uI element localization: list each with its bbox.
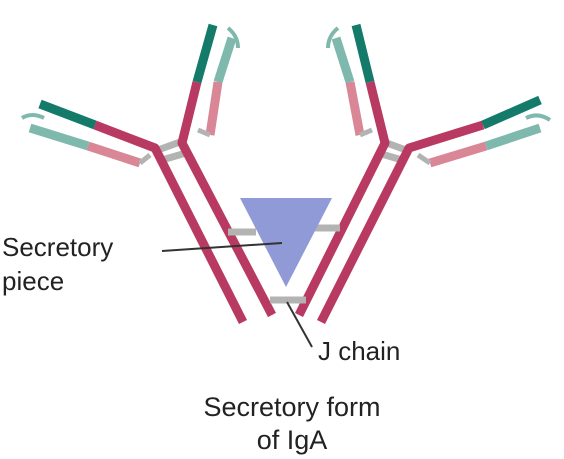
light-chain-variable [28,123,90,151]
antigen-binding-site [326,26,340,49]
light-chain-constant [205,81,223,136]
secretory-piece-label-line1: Secretory [2,232,113,262]
disulfide-bond [138,153,152,165]
caption-line2: of IgA [257,425,328,455]
secretory-piece-group [228,198,340,304]
antigen-binding-site [20,113,45,120]
j-chain-leader [286,301,313,348]
heavy-chain-variable [481,95,542,130]
disulfide-bond [161,149,187,164]
j-chain-label: J chain [318,336,400,366]
caption-line1: Secretory form [203,392,380,422]
antigen-binding-site [525,113,552,122]
light-chain-variable [484,123,542,151]
heavy-chain [294,80,390,318]
secretory-piece-triangle [240,198,332,287]
secretory-piece-label-line2: piece [2,266,64,296]
disulfide-bond [156,138,182,154]
disulfide-bond [416,152,432,166]
heavy-chain-variable [192,23,218,84]
heavy-chain [177,80,276,318]
heavy-chain-variable [351,23,375,84]
disulfide-bond [359,127,373,138]
heavy-chain [316,120,485,325]
light-chain-constant [86,141,142,168]
antibody-monomer-left [20,23,276,325]
heavy-chain-variable [38,99,97,130]
light-chain-constant [428,141,488,168]
light-chain-variable [213,36,237,84]
antigen-binding-site [226,26,240,49]
light-chain-constant [345,81,365,136]
antibody-monomer-right [294,23,552,325]
heavy-chain [93,120,248,325]
disulfide-bond [197,127,211,138]
light-chain-variable [331,36,355,84]
secretory-piece-leader [161,242,283,252]
